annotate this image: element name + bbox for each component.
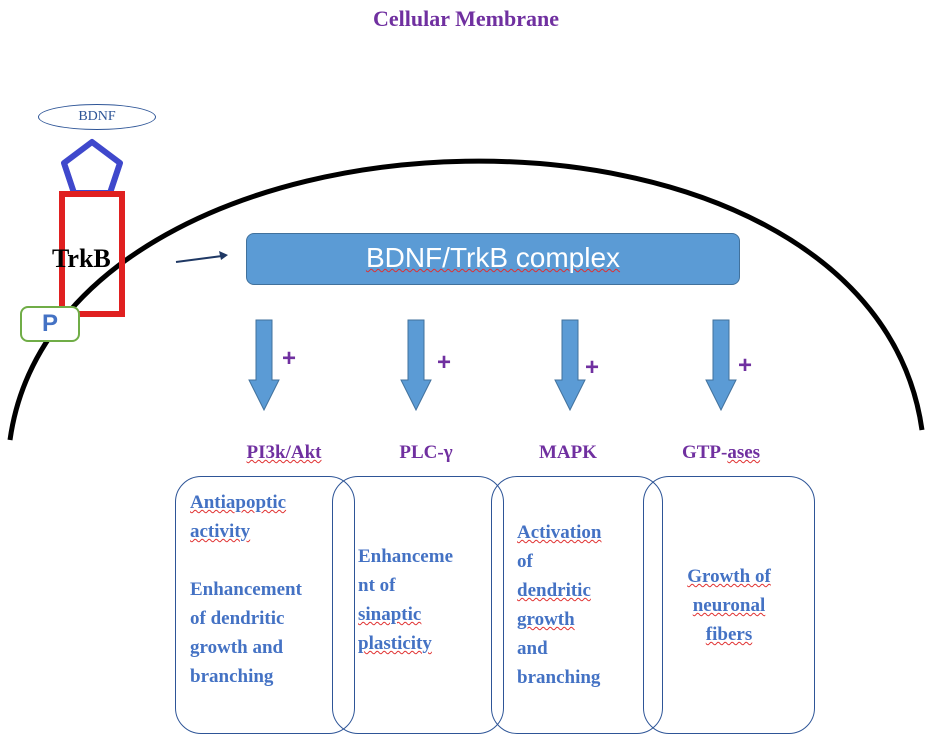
cell-membrane-arc — [7, 158, 925, 441]
receptor-arrow-head — [219, 251, 228, 260]
effect-box-pi3k-akt — [175, 476, 355, 734]
effect-line: dendritic — [517, 580, 591, 601]
effect-text-mapk: Activation of dendritic growth and branc… — [517, 518, 601, 692]
down-arrow-1 — [248, 319, 280, 412]
bdnf-label: BDNF — [38, 104, 156, 130]
down-arrow-2 — [400, 319, 432, 412]
phosphate-badge: P — [20, 306, 80, 342]
effect-line: of — [517, 551, 533, 572]
effect-line: Growth of — [687, 566, 771, 587]
pathway-label-gtp-ases: GTP-ases — [681, 442, 761, 463]
effect-box-mapk — [491, 476, 663, 734]
effect-line: growth and — [190, 637, 284, 658]
complex-label: BDNF/TrkB complex — [365, 242, 621, 273]
effect-text-gtp-ases: Growth of neuronal fibers — [643, 562, 815, 649]
effect-line: growth — [517, 609, 575, 630]
effect-line: branching — [190, 666, 274, 687]
pathway-label-plc-gamma: PLC-γ — [399, 442, 453, 463]
effect-line: fibers — [705, 624, 753, 645]
effect-line: of dendritic — [190, 608, 285, 629]
effect-line: activity — [190, 521, 251, 542]
effect-line: sinaptic — [358, 604, 422, 625]
pathway-label-mapk: MAPK — [538, 442, 598, 463]
effect-line: Enhancement — [190, 579, 302, 600]
trkb-label: TrkB — [52, 244, 111, 273]
membrane-title: Cellular Membrane — [373, 6, 559, 31]
effect-line: neuronal — [692, 595, 766, 616]
plus-sign-2: + — [437, 349, 452, 376]
effect-box-plc-gamma — [332, 476, 504, 734]
effect-box-gtp-ases — [643, 476, 815, 734]
effect-line: Enhanceme — [358, 546, 453, 567]
pathway-label-pi3k-akt: PI3k/Akt — [246, 442, 322, 463]
down-arrow-4 — [705, 319, 737, 412]
down-arrow-3 — [554, 319, 586, 412]
bdnf-pentagon — [61, 139, 123, 196]
down-arrows — [248, 319, 737, 412]
trkb-receptor-rect — [59, 191, 125, 317]
bdnf-trkb-complex-box: BDNF/TrkB complex — [246, 233, 740, 285]
effect-line: nt of — [358, 575, 396, 596]
effect-line: Antiapoptic — [190, 492, 287, 513]
effect-text-pi3k-akt: Antiapoptic activity Enhancement of dend… — [190, 488, 302, 691]
effect-line: branching — [517, 667, 601, 688]
effect-text-plc-gamma: Enhanceme nt of sinaptic plasticity — [358, 542, 453, 658]
effect-line: Activation — [517, 522, 602, 543]
plus-sign-3: + — [585, 354, 600, 381]
receptor-to-complex-arrow — [175, 255, 223, 263]
effect-line: and — [517, 638, 548, 659]
plus-sign-1: + — [282, 345, 297, 372]
plus-sign-4: + — [738, 352, 753, 379]
effect-line: plasticity — [358, 633, 432, 654]
